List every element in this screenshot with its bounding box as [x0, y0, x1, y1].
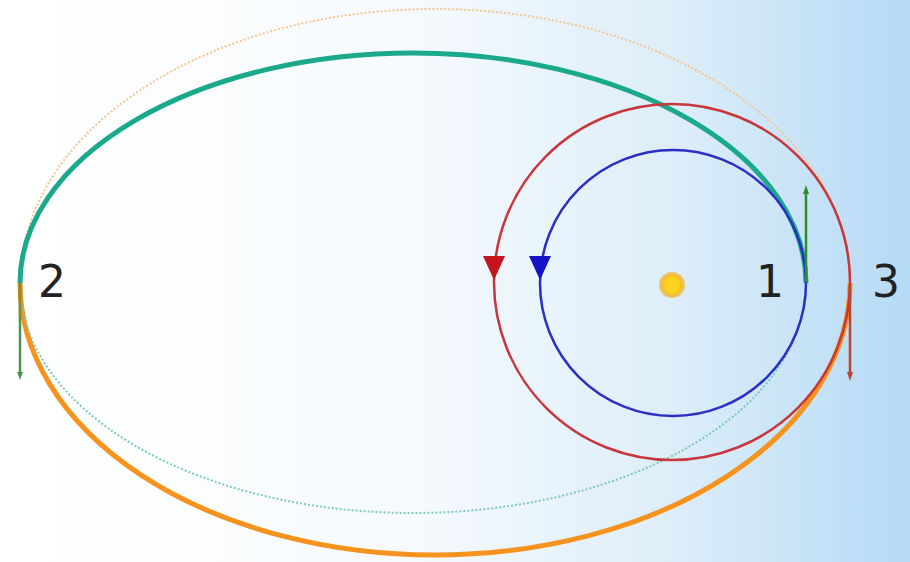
delta-v-arrowhead: [17, 372, 23, 380]
green-orbit-dotted: [20, 283, 806, 513]
delta-v-arrowhead: [847, 372, 853, 381]
delta-v-marker: [849, 284, 852, 372]
callout-number: 2: [38, 260, 66, 304]
green-orbit: [20, 53, 806, 283]
delta-v-marker: [19, 283, 22, 316]
sun-core: [664, 277, 680, 293]
direction-arrow: [483, 256, 505, 280]
delta-v-marker: [805, 192, 808, 282]
orange-orbit-dotted: [20, 9, 850, 283]
delta-v-marker: [19, 316, 22, 372]
orange-orbit: [20, 283, 850, 555]
callout-number: 1: [756, 260, 784, 304]
direction-arrow: [529, 256, 551, 280]
sun: [659, 272, 685, 298]
callout-number: 3: [872, 260, 900, 304]
delta-v-arrowhead: [803, 185, 809, 194]
inner-orbit: [540, 150, 806, 416]
outer-orbit: [494, 104, 850, 460]
